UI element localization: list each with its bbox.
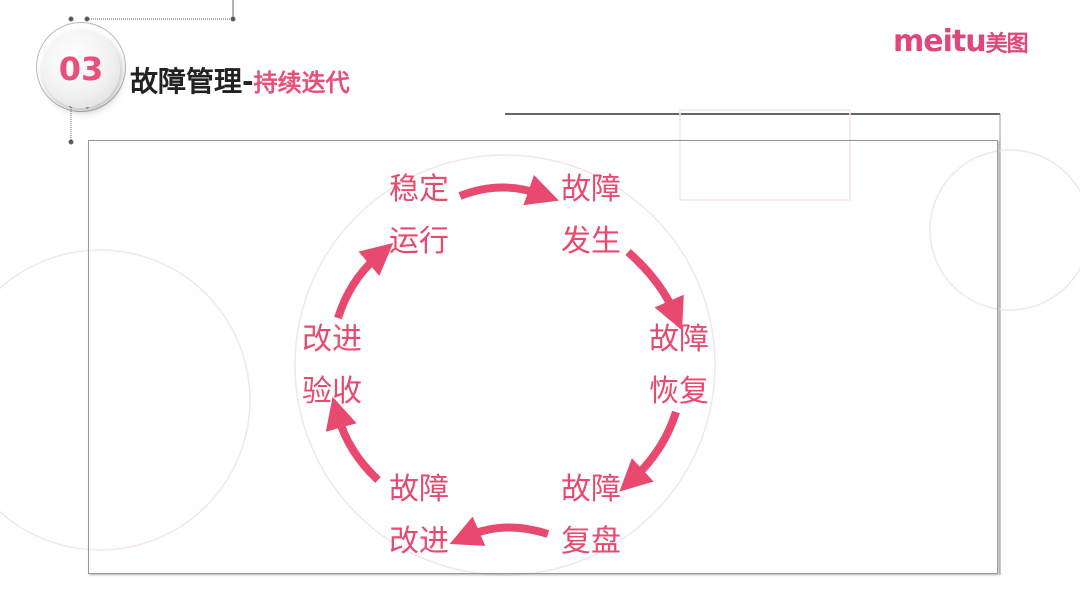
page-title: 故障管理-持续迭代 (130, 60, 350, 100)
cycle-node-fault-review: 故障复盘 (546, 464, 636, 568)
arrow-6 (334, 242, 394, 320)
meitu-logo: meitu美图 (893, 24, 1029, 59)
node-line: 故障 (649, 322, 709, 357)
section-number-badge: 03 (42, 30, 120, 108)
node-line: 恢复 (649, 374, 709, 409)
cycle-node-improvement-acceptance: 改进验收 (287, 314, 377, 418)
arrow-2 (625, 248, 684, 331)
content-frame (88, 140, 998, 574)
node-line: 发生 (561, 224, 621, 259)
arrow-3 (619, 410, 680, 492)
node-line: 运行 (389, 224, 449, 259)
title-main: 故障管理 (130, 65, 243, 98)
cycle-node-stable-running: 稳定运行 (374, 164, 464, 268)
node-line: 稳定 (389, 172, 449, 207)
node-line: 改进 (302, 322, 362, 357)
node-line: 故障 (389, 472, 449, 507)
arrow-5 (325, 396, 381, 483)
arrow-4 (449, 516, 550, 546)
badge-ring (36, 22, 126, 112)
node-line: 故障 (561, 472, 621, 507)
arrow-1 (458, 174, 559, 206)
cycle-node-fault-occurs: 故障发生 (546, 164, 636, 268)
cycle-node-fault-recovery: 故障恢复 (634, 314, 724, 418)
title-separator: - (242, 65, 254, 98)
logo-chinese: 美图 (985, 32, 1029, 57)
node-line: 故障 (561, 172, 621, 207)
cycle-node-fault-improvement: 故障改进 (374, 464, 464, 568)
node-line: 复盘 (561, 524, 621, 559)
node-line: 验收 (302, 374, 362, 409)
logo-latin: meitu (893, 24, 987, 59)
title-subtitle: 持续迭代 (253, 69, 350, 97)
node-line: 改进 (389, 524, 449, 559)
